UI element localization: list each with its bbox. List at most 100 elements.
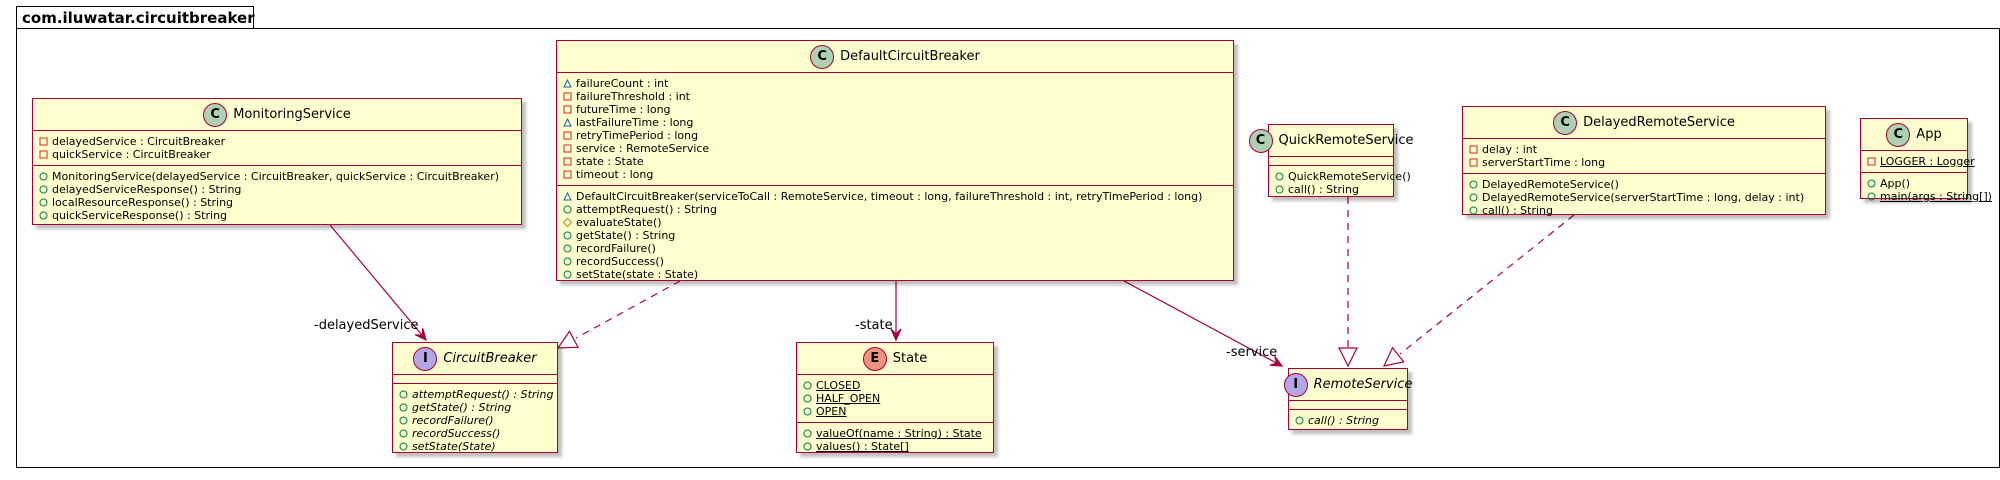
public-visibility-icon	[399, 416, 408, 425]
package-visibility-icon	[563, 118, 572, 127]
method-text: recordFailure()	[576, 242, 656, 255]
method-row: App()	[1861, 177, 1967, 190]
private-visibility-icon	[1469, 145, 1478, 154]
method-row: MonitoringService(delayedService : Circu…	[33, 170, 521, 183]
protected-visibility-icon	[563, 218, 572, 227]
field-text: retryTimePeriod : long	[576, 129, 699, 142]
field-row: timeout : long	[557, 168, 1233, 181]
method-row: call() : String	[1289, 414, 1407, 427]
method-row: setState(state : State)	[557, 268, 1233, 281]
interface-stereotype-icon: I	[1283, 372, 1308, 397]
public-visibility-icon	[399, 442, 408, 451]
fields-section: LOGGER : Logger	[1861, 151, 1975, 173]
method-row: QuickRemoteService()	[1269, 170, 1411, 183]
edge-quick-realizes-arrowhead	[1338, 347, 1358, 368]
method-text: call() : String	[1482, 204, 1554, 217]
private-visibility-icon	[1469, 158, 1478, 167]
public-visibility-icon	[803, 442, 812, 451]
method-text: recordSuccess()	[412, 427, 501, 440]
public-visibility-icon	[39, 172, 48, 181]
private-visibility-icon	[563, 144, 572, 153]
method-row: recordSuccess()	[393, 427, 557, 440]
public-visibility-icon	[803, 407, 812, 416]
enum-stereotype-icon: E	[862, 346, 887, 371]
method-text: main(args : String[])	[1880, 190, 1992, 203]
class-stereotype-icon: C	[1248, 128, 1273, 153]
private-visibility-icon	[563, 131, 572, 140]
public-visibility-icon	[1469, 193, 1478, 202]
edge-default-to-state-arrowhead	[890, 328, 902, 342]
public-visibility-icon	[563, 270, 572, 279]
public-visibility-icon	[563, 244, 572, 253]
fields-section	[1289, 401, 1407, 410]
field-text: delay : int	[1482, 143, 1538, 156]
field-text: HALF_OPEN	[816, 392, 881, 405]
field-row: failureThreshold : int	[557, 90, 1233, 103]
field-row: failureCount : int	[557, 77, 1233, 90]
method-text: delayedServiceResponse() : String	[52, 183, 242, 196]
edge-default-to-remote-service	[1123, 280, 1283, 367]
method-text: DelayedRemoteService(serverStartTime : l…	[1482, 191, 1805, 204]
edge-monitoring-arrowhead	[414, 328, 427, 342]
method-row: DelayedRemoteService(serverStartTime : l…	[1463, 191, 1825, 204]
package-visibility-icon	[563, 79, 572, 88]
public-visibility-icon	[563, 257, 572, 266]
field-text: service : RemoteService	[576, 142, 710, 155]
class-stereotype-icon: C	[810, 44, 835, 69]
field-row: CLOSED	[797, 379, 993, 392]
class-name: QuickRemoteService	[1278, 133, 1414, 148]
field-row: OPEN	[797, 405, 993, 418]
method-row: attemptRequest() : String	[557, 203, 1233, 216]
private-visibility-icon	[1867, 157, 1876, 166]
public-visibility-icon	[399, 390, 408, 399]
field-text: quickService : CircuitBreaker	[52, 148, 211, 161]
public-visibility-icon	[39, 185, 48, 194]
methods-section: DefaultCircuitBreaker(serviceToCall : Re…	[557, 186, 1233, 285]
class-name: MonitoringService	[233, 107, 351, 122]
field-text: timeout : long	[576, 168, 654, 181]
field-text: delayedService : CircuitBreaker	[52, 135, 226, 148]
private-visibility-icon	[39, 150, 48, 159]
field-row: lastFailureTime : long	[557, 116, 1233, 129]
method-row: recordFailure()	[393, 414, 557, 427]
public-visibility-icon	[563, 205, 572, 214]
edge-monitoring-to-circuit-breaker	[329, 224, 427, 341]
public-visibility-icon	[399, 403, 408, 412]
package-visibility-icon	[563, 192, 572, 201]
method-text: call() : String	[1308, 414, 1380, 427]
public-visibility-icon	[1275, 172, 1284, 181]
class-header: E State	[797, 343, 993, 375]
method-text: localResourceResponse() : String	[52, 196, 234, 209]
package-name: com.iluwatar.circuitbreaker	[22, 9, 255, 27]
method-text: attemptRequest() : String	[412, 388, 554, 401]
public-visibility-icon	[1469, 180, 1478, 189]
method-text: attemptRequest() : String	[576, 203, 717, 216]
method-text: DefaultCircuitBreaker(serviceToCall : Re…	[576, 190, 1203, 203]
field-row: serverStartTime : long	[1463, 156, 1825, 169]
field-text: OPEN	[816, 405, 847, 418]
field-row: state : State	[557, 155, 1233, 168]
method-text: getState() : String	[412, 401, 512, 414]
class-header: C DelayedRemoteService	[1463, 107, 1825, 139]
edge-default-realizes-circuit-breaker	[575, 280, 681, 339]
class-name: State	[892, 351, 928, 366]
method-row: getState() : String	[557, 229, 1233, 242]
method-text: values() : State[]	[816, 440, 909, 453]
class-name: DelayedRemoteService	[1583, 115, 1735, 130]
class-stereotype-icon: C	[1553, 110, 1578, 135]
field-row: LOGGER : Logger	[1861, 155, 1975, 168]
